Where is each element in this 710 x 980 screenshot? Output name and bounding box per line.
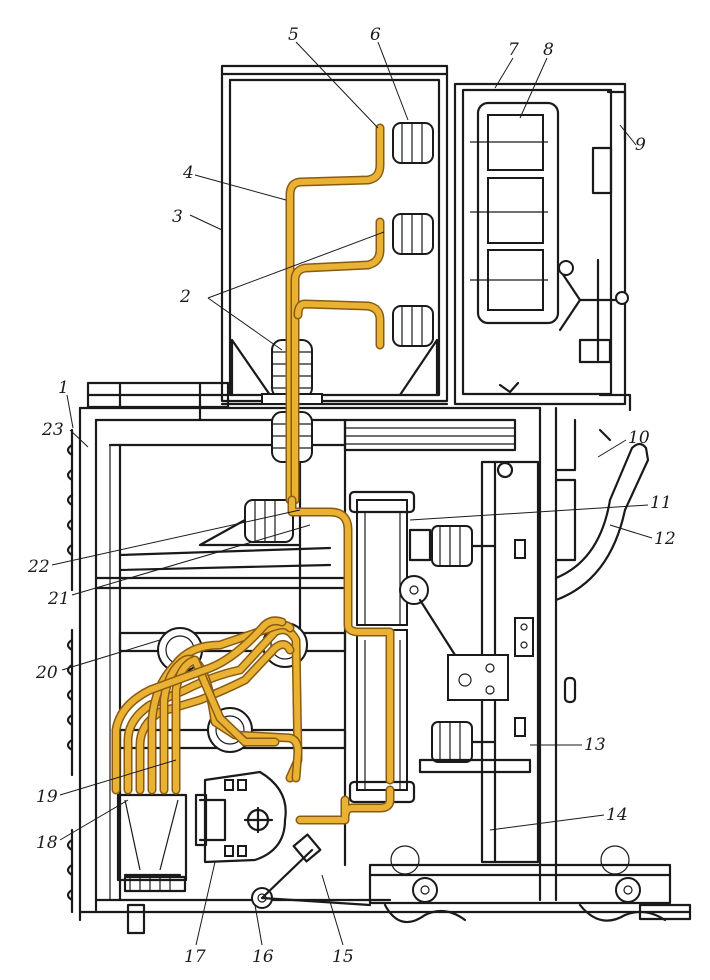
busbar-down: [289, 497, 393, 783]
callout-5: 5: [288, 25, 299, 45]
busbar-bottom-edge: [293, 299, 385, 350]
insulator-bottom: [392, 305, 434, 347]
callout-11: 11: [650, 493, 672, 513]
callout-17: 17: [184, 947, 206, 967]
busbar-breaker-bottom: [297, 787, 393, 823]
callouts: 1 2 3 4 5 6 7 8 9 10 11 12 13 14 15 16 1…: [27, 25, 676, 967]
callout-18: 18: [36, 833, 58, 853]
insulator-middle: [392, 213, 434, 255]
busbar-ct-b: [137, 641, 293, 793]
relay-compartment: [453, 82, 632, 412]
callout-12: 12: [654, 529, 676, 549]
truck-frame: [368, 406, 692, 924]
busbar-ct-f: [113, 617, 285, 793]
callout-16: 16: [252, 947, 274, 967]
insulator-left: [198, 499, 302, 547]
earthing-switch: [194, 770, 287, 864]
insulator-lower: [431, 721, 497, 763]
insulator-top: [392, 122, 434, 164]
callout-1: 1: [58, 378, 69, 398]
busbars: [111, 123, 395, 825]
cable-box: [116, 793, 188, 935]
callout-3: 3: [172, 207, 183, 227]
callout-19: 19: [36, 787, 58, 807]
callout-21: 21: [47, 589, 70, 609]
callout-2: 2: [179, 287, 191, 307]
insulator-upper: [431, 525, 497, 567]
callout-22: 22: [27, 557, 50, 577]
callout-20: 20: [35, 663, 58, 683]
busbar-bottom: [295, 301, 383, 348]
earthing-lever: [251, 833, 372, 909]
busbar-compartment: [220, 64, 449, 406]
callout-15: 15: [332, 947, 354, 967]
circuit-breaker: [348, 490, 532, 804]
callout-7: 7: [508, 40, 519, 60]
callout-13: 13: [584, 735, 606, 755]
busbar-top: [287, 125, 383, 503]
busbar-ct-e: [173, 657, 278, 793]
callout-10: 10: [628, 428, 650, 448]
callout-4: 4: [182, 163, 194, 183]
callout-14: 14: [606, 805, 628, 825]
callout-9: 9: [635, 135, 646, 155]
drive-handle: [554, 418, 650, 704]
callout-23: 23: [41, 420, 64, 440]
callout-6: 6: [370, 25, 381, 45]
callout-8: 8: [543, 40, 554, 60]
busbar-middle: [292, 219, 383, 503]
